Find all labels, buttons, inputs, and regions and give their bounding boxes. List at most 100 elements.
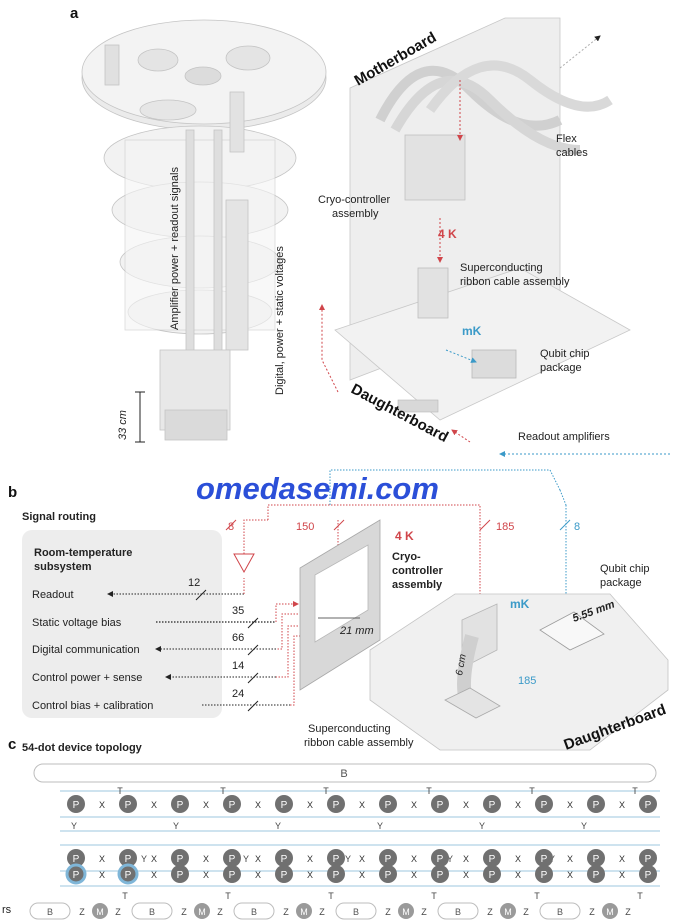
room-temp-label-1: Room-temperature: [34, 547, 132, 559]
cryo-b-label-3: assembly: [392, 579, 443, 591]
exchange-gate: X: [567, 870, 573, 880]
exchange-gate: X: [151, 854, 157, 864]
bottom-barrier: [233, 902, 275, 920]
plunger-dot: [483, 865, 501, 883]
plunger-label: P: [593, 854, 600, 865]
z-gate: Z: [319, 907, 325, 917]
cryo-label-1: Cryo-controller: [318, 194, 390, 206]
plunger-dot: [119, 849, 137, 867]
plunger-dot: [483, 795, 501, 813]
z-gate: Z: [487, 907, 493, 917]
plunger-label: P: [229, 800, 236, 811]
bottom-barrier: [131, 902, 173, 920]
ribbon-b-label-2: ribbon cable assembly: [304, 737, 414, 749]
cryo-b-label-2: controller: [392, 565, 443, 577]
qubit-b-label-2: package: [600, 577, 642, 589]
plunger-dot: [117, 863, 139, 885]
plunger-label: P: [437, 854, 444, 865]
y-gate: Y: [71, 821, 77, 831]
panel-c-letter: c: [8, 736, 16, 753]
plunger-label: P: [385, 854, 392, 865]
t-gate: T: [117, 786, 123, 796]
exchange-gate: X: [515, 870, 521, 880]
y-gate: Y: [581, 821, 587, 831]
panel-c: c 54-dot device topology rs BTTTTTTTTTTT…: [2, 736, 660, 920]
exchange-gate: X: [411, 870, 417, 880]
bottom-barrier-label: B: [251, 907, 257, 917]
plunger-dot: [639, 849, 657, 867]
t-gate: T: [426, 786, 432, 796]
plunger-label: P: [281, 854, 288, 865]
plunger-dot: [483, 849, 501, 867]
count-bias: 24: [232, 688, 244, 700]
panel-a-letter: a: [70, 5, 79, 22]
plunger-label: P: [437, 800, 444, 811]
exchange-gate: X: [619, 870, 625, 880]
plunger-label: P: [229, 854, 236, 865]
plunger-label: P: [177, 854, 184, 865]
mediator-dot: [398, 903, 414, 919]
ribbon-label-2: ribbon cable assembly: [460, 276, 570, 288]
row-label-readout: Readout: [32, 589, 74, 601]
plunger-dot: [535, 865, 553, 883]
plunger-dot: [327, 865, 345, 883]
plunger-label: P: [645, 800, 652, 811]
t-gate: T: [328, 891, 334, 901]
exchange-gate: X: [411, 854, 417, 864]
y-gate: Y: [447, 854, 453, 864]
mediator-dot: [92, 903, 108, 919]
ribbon-length-label: 6 cm: [454, 653, 469, 676]
exchange-gate: X: [515, 800, 521, 810]
exchange-gate: X: [255, 870, 261, 880]
exchange-gate: X: [463, 800, 469, 810]
exchange-gate: X: [359, 800, 365, 810]
exchange-gate: X: [203, 800, 209, 810]
plunger-dot: [275, 795, 293, 813]
z-gate: Z: [115, 907, 121, 917]
count-8-blue: 8: [574, 521, 580, 533]
plunger-label: P: [333, 800, 340, 811]
y-gate: Y: [243, 854, 249, 864]
qubit-b-label-1: Qubit chip: [600, 563, 650, 575]
exchange-gate: X: [411, 800, 417, 810]
signal-rows: Readout Static voltage bias Digital comm…: [32, 469, 571, 712]
cryostat-illustration: [81, 19, 327, 441]
scale-bar: [135, 391, 145, 443]
bottom-barrier: [437, 902, 479, 920]
chip-width-label: 21 mm: [339, 625, 374, 637]
plunger-dot: [431, 865, 449, 883]
plunger-dot: [119, 795, 137, 813]
row-label-static: Static voltage bias: [32, 617, 122, 629]
y-gate: Y: [173, 821, 179, 831]
panel-b-letter: b: [8, 484, 17, 501]
plunger-label: P: [73, 854, 80, 865]
z-gate: Z: [523, 907, 529, 917]
row-label-digital: Digital communication: [32, 644, 140, 656]
panel-b-4k-label: 4 K: [395, 529, 414, 543]
row-label-bias: Control bias + calibration: [32, 700, 153, 712]
plunger-label: P: [333, 854, 340, 865]
count-185-top: 185: [496, 521, 514, 533]
plunger-label: P: [437, 870, 444, 881]
count-185-bottom: 185: [518, 675, 536, 687]
count-static: 35: [232, 605, 244, 617]
count-digital: 66: [232, 632, 244, 644]
cryo-label-2: assembly: [332, 208, 379, 220]
exchange-gate: X: [619, 854, 625, 864]
plunger-label: P: [73, 870, 80, 881]
plunger-label: P: [645, 870, 652, 881]
exchange-gate: X: [151, 800, 157, 810]
top-barrier-label: B: [340, 768, 347, 780]
exchange-gate: X: [463, 870, 469, 880]
ribbon-b-label-1: Superconducting: [308, 723, 391, 735]
row-label-power: Control power + sense: [32, 672, 142, 684]
plunger-label: P: [177, 800, 184, 811]
plunger-label: P: [385, 800, 392, 811]
exchange-gate: X: [359, 870, 365, 880]
t-gate: T: [225, 891, 231, 901]
room-temp-box: [22, 530, 222, 718]
plunger-label: P: [385, 870, 392, 881]
plunger-dot: [67, 849, 85, 867]
plunger-label: P: [593, 800, 600, 811]
plunger-dot: [67, 795, 85, 813]
